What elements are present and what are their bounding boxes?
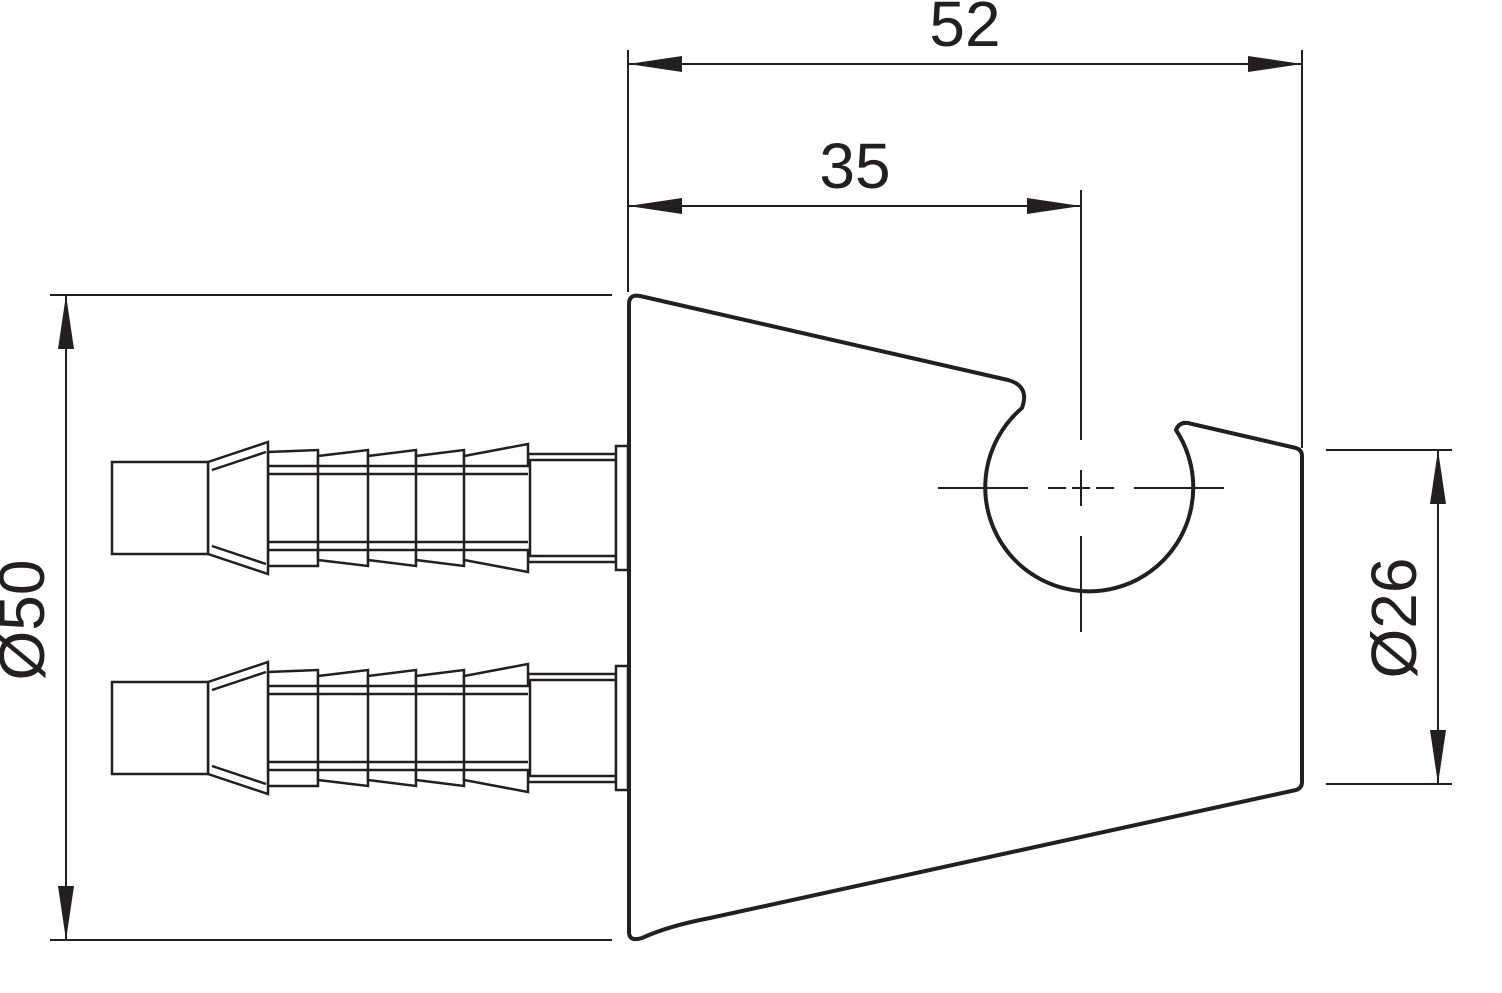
wall-plug-top <box>110 440 630 576</box>
arrowhead-right <box>1027 198 1081 214</box>
holder-body-outline <box>627 293 1304 942</box>
arrowhead-top <box>1430 450 1446 504</box>
dimension-label-52: 52 <box>929 0 1000 60</box>
dimension-overall-width: 52 <box>627 0 1303 448</box>
arrowhead-left <box>628 56 682 72</box>
arrowhead-bottom <box>58 886 74 940</box>
dimension-label-35: 35 <box>819 130 890 202</box>
arrowhead-top <box>58 295 74 349</box>
arrowhead-right <box>1248 56 1302 72</box>
dimension-hole-diameter: Ø26 <box>1326 449 1452 785</box>
arrowhead-left <box>628 198 682 214</box>
wall-plug-bottom <box>110 660 630 796</box>
arrowhead-bottom <box>1430 730 1446 784</box>
dimension-base-diameter: Ø50 <box>0 294 612 941</box>
dimension-label-diameter-26: Ø26 <box>1358 558 1430 679</box>
dimension-label-diameter-50: Ø50 <box>0 560 58 681</box>
dimension-hole-offset: 35 <box>628 130 1082 345</box>
hole-center-mark <box>938 345 1224 632</box>
